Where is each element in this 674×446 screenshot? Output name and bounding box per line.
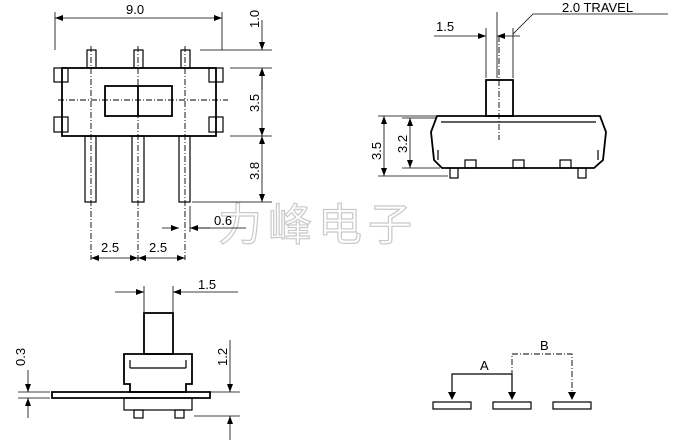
top-view: 9.0 1.0 3.5 3.8 0.6 2.5 2.5	[53, 2, 272, 262]
bottom-pin	[174, 409, 185, 419]
terminal	[552, 401, 592, 410]
mount-tab	[208, 67, 224, 83]
mount-tab	[53, 116, 69, 133]
bottom-body	[123, 353, 193, 393]
bottom-pin	[133, 409, 144, 419]
dim-offset: 0.3	[13, 348, 28, 366]
dim-height-body: 3.2	[395, 135, 410, 153]
schematic: A B	[432, 338, 592, 410]
top-pin-stub	[133, 49, 144, 69]
dim-body-height: 3.5	[247, 94, 262, 112]
dim-height-total: 3.5	[369, 142, 384, 160]
position-a-path	[451, 373, 513, 398]
dim-actuator-width: 1.5	[436, 19, 454, 34]
dim-lead-length: 3.8	[247, 162, 262, 180]
lower-frame	[123, 397, 193, 411]
foot	[577, 167, 587, 179]
top-pin-stub	[86, 49, 97, 69]
bottom-view: 1.5 0.3 1.2	[13, 277, 240, 440]
lead	[84, 135, 97, 203]
pin-bump	[559, 159, 572, 169]
dim-bottom-actuator-width: 1.5	[198, 277, 216, 292]
lead	[178, 135, 191, 203]
dim-travel: 2.0 TRAVEL	[562, 0, 633, 15]
terminal	[432, 401, 472, 410]
top-pin-stub	[180, 49, 191, 69]
mount-tab	[208, 116, 224, 133]
dim-pitch-right: 2.5	[149, 240, 167, 255]
base-plate	[51, 391, 211, 399]
dim-pin-protrusion: 1.0	[247, 10, 262, 28]
position-b-path	[511, 353, 573, 398]
dim-standoff: 1.2	[215, 348, 230, 366]
mount-tab	[53, 67, 69, 83]
pin-bump	[464, 159, 477, 169]
actuator	[485, 79, 514, 117]
side-view: 1.5 2.0 TRAVEL 3.5 3.2	[369, 0, 668, 179]
position-b-label: B	[540, 338, 549, 353]
dim-lead-width: 0.6	[214, 213, 232, 228]
pin-bump	[512, 159, 525, 169]
side-body	[430, 115, 607, 169]
switch-body	[61, 67, 217, 137]
foot	[449, 167, 459, 179]
bottom-actuator	[143, 312, 174, 355]
dim-width: 9.0	[126, 2, 144, 17]
position-a-label: A	[480, 358, 489, 373]
terminal	[492, 401, 532, 410]
dim-pitch-left: 2.5	[101, 240, 119, 255]
watermark-text: 力峰电子	[218, 200, 418, 251]
